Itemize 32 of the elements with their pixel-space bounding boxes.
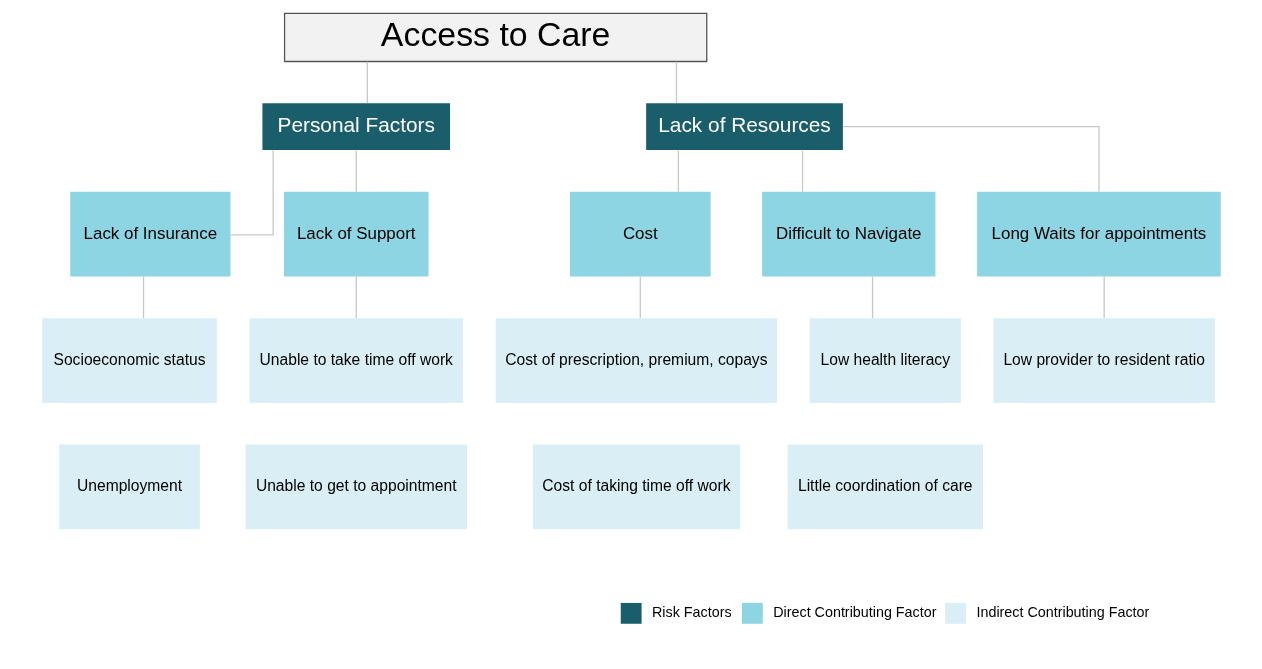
node-box: Unable to take time off work xyxy=(248,318,463,403)
connector xyxy=(639,275,641,319)
connector xyxy=(801,149,803,193)
connector xyxy=(871,275,873,319)
node-box: Cost xyxy=(569,191,711,277)
node-box: Cost of taking time off work xyxy=(532,444,740,530)
node-box: Long Waits for appointments xyxy=(976,191,1221,277)
connector xyxy=(366,61,368,104)
node-box: Lack of Insurance xyxy=(69,191,230,277)
legend-label: Risk Factors xyxy=(651,603,732,620)
node-box: Access to Care xyxy=(283,12,707,63)
connector xyxy=(229,149,274,236)
connector xyxy=(677,149,679,193)
node-box: Socioeconomic status xyxy=(41,318,217,403)
node-box: Lack of Support xyxy=(283,191,429,277)
connector xyxy=(355,149,357,193)
node-box: Lack of Resources xyxy=(645,103,843,151)
connector xyxy=(355,275,357,319)
node-box: Unemployment xyxy=(58,444,200,530)
node-box: Unable to get to appointment xyxy=(245,444,467,530)
connector xyxy=(842,126,1100,193)
node-box: Personal Factors xyxy=(261,103,450,151)
connector xyxy=(675,61,677,104)
node-box: Little coordination of care xyxy=(787,444,983,530)
node-box: Cost of prescription, premium, copays xyxy=(495,318,777,403)
node-box: Low health literacy xyxy=(809,318,961,403)
node-box: Difficult to Navigate xyxy=(761,191,935,277)
legend-label: Direct Contributing Factor xyxy=(772,603,936,620)
legend-label: Indirect Contributing Factor xyxy=(975,603,1149,620)
connector xyxy=(1103,275,1105,319)
connector xyxy=(142,275,144,319)
node-box: Low provider to resident ratio xyxy=(992,318,1215,403)
